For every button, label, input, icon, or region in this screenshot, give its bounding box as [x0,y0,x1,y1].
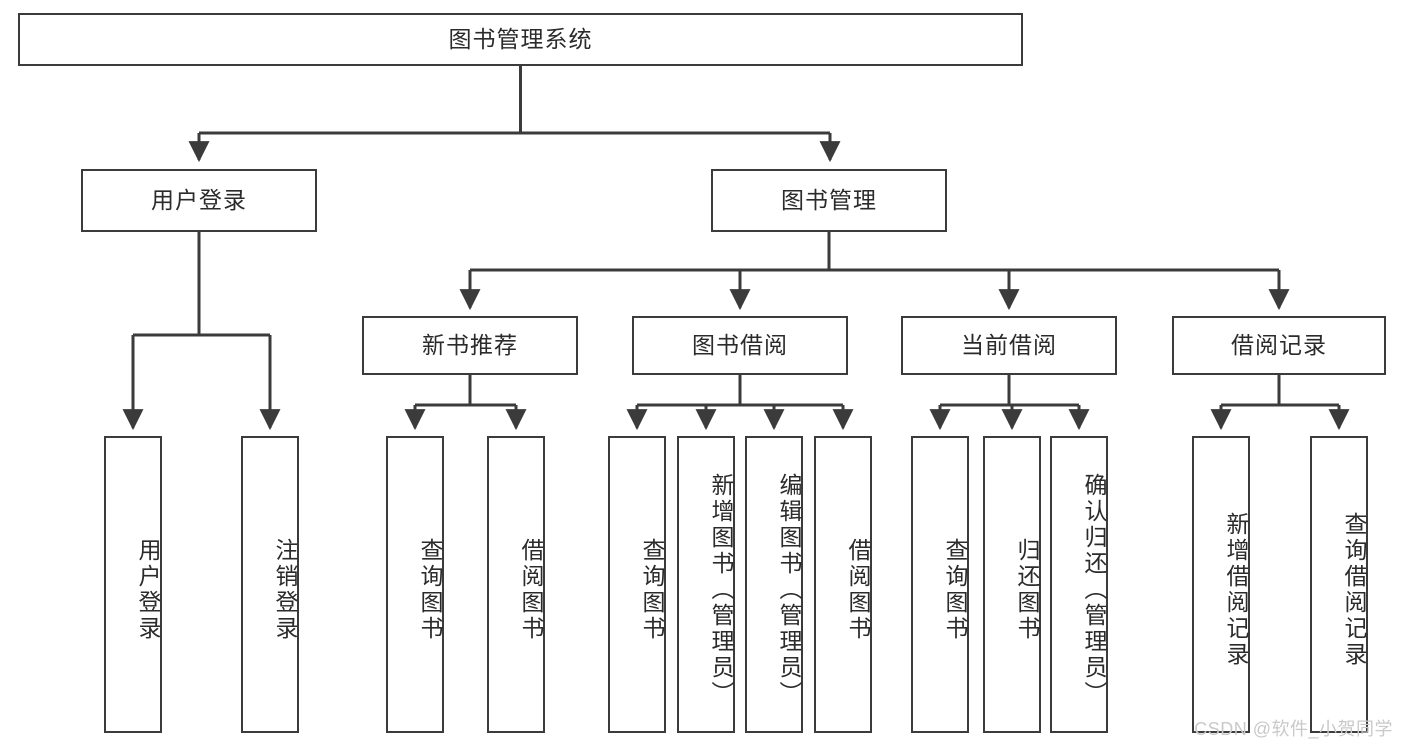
leaf-query-book-recommend-label: 查询图书 [417,537,443,642]
leaf-borrow-book[interactable]: 借阅图书 [814,436,872,733]
node-current-borrow-label: 当前借阅 [961,331,1057,358]
leaf-add-borrow-record[interactable]: 新增借阅记录 [1192,436,1250,733]
leaf-logout[interactable]: 注销登录 [241,436,299,733]
leaf-return-book[interactable]: 归还图书 [983,436,1041,733]
node-borrow-record-label: 借阅记录 [1231,331,1327,358]
node-book-borrow[interactable]: 图书借阅 [632,316,848,375]
node-user-login[interactable]: 用户登录 [81,169,317,232]
leaf-confirm-return-admin[interactable]: 确认归还（管理员） [1050,436,1108,733]
node-book-management-label: 图书管理 [781,186,877,213]
leaf-query-book-borrow[interactable]: 查询图书 [608,436,666,733]
leaf-query-borrow-record-label: 查询借阅记录 [1341,511,1367,668]
leaf-add-book-admin[interactable]: 新增图书（管理员） [677,436,735,733]
leaf-add-book-admin-label: 新增图书（管理员） [708,472,734,707]
node-book-borrow-label: 图书借阅 [692,331,788,358]
leaf-query-book-borrow-label: 查询图书 [639,537,665,642]
leaf-edit-book-admin-label: 编辑图书（管理员） [776,472,802,707]
leaf-confirm-return-admin-label: 确认归还（管理员） [1081,472,1107,707]
node-current-borrow[interactable]: 当前借阅 [901,316,1117,375]
leaf-user-login[interactable]: 用户登录 [104,436,162,733]
leaf-query-book-current[interactable]: 查询图书 [911,436,969,733]
leaf-user-login-label: 用户登录 [135,537,161,642]
node-borrow-record[interactable]: 借阅记录 [1172,316,1386,375]
leaf-edit-book-admin[interactable]: 编辑图书（管理员） [745,436,803,733]
leaf-query-book-recommend[interactable]: 查询图书 [386,436,444,733]
leaf-query-book-current-label: 查询图书 [942,537,968,642]
leaf-borrow-book-recommend[interactable]: 借阅图书 [487,436,545,733]
leaf-borrow-book-recommend-label: 借阅图书 [518,537,544,642]
leaf-add-borrow-record-label: 新增借阅记录 [1223,511,1249,668]
leaf-query-borrow-record[interactable]: 查询借阅记录 [1310,436,1368,733]
node-book-management[interactable]: 图书管理 [711,169,947,232]
node-new-book-recommend-label: 新书推荐 [422,331,518,358]
leaf-borrow-book-label: 借阅图书 [845,537,871,642]
node-root-label: 图书管理系统 [448,25,593,52]
node-root[interactable]: 图书管理系统 [18,13,1023,66]
node-new-book-recommend[interactable]: 新书推荐 [362,316,578,375]
leaf-logout-label: 注销登录 [272,537,298,642]
csdn-watermark: CSDN @软件_小贺同学 [1194,719,1393,739]
node-user-login-label: 用户登录 [151,186,247,213]
leaf-return-book-label: 归还图书 [1014,537,1040,642]
